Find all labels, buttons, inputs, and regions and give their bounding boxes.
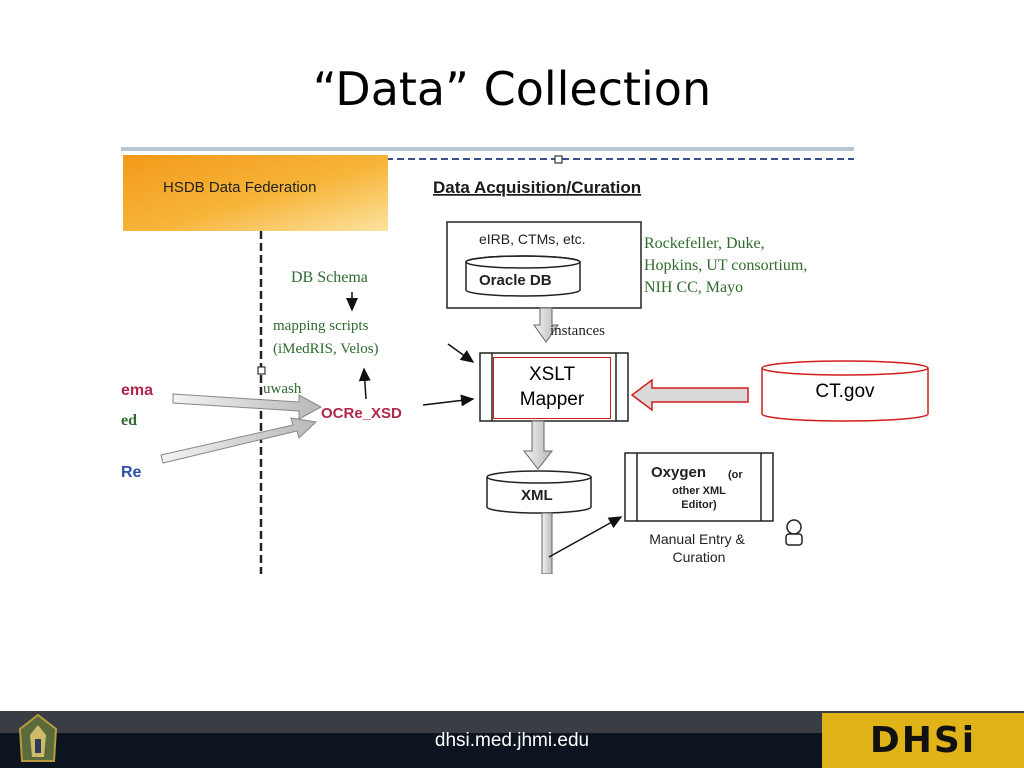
mapping-scripts-line-1: mapping scripts bbox=[273, 318, 369, 334]
oracle-label: Oracle DB bbox=[479, 272, 552, 289]
federation-label: HSDB Data Federation bbox=[163, 179, 316, 196]
footer-url: dhsi.med.jhmi.edu bbox=[434, 730, 590, 751]
dhsi-logo-text: DHSi bbox=[869, 720, 977, 761]
xml-label: XML bbox=[521, 487, 553, 504]
db-schema-label: DB Schema bbox=[291, 269, 368, 286]
cut-label-1: ema bbox=[121, 382, 153, 399]
xslt-line-2: Mapper bbox=[519, 389, 585, 410]
footer-band bbox=[0, 711, 1024, 733]
institutions-line-3: NIH CC, Mayo bbox=[644, 279, 743, 296]
instances-label: instances bbox=[550, 323, 605, 339]
xslt-line-1: XSLT bbox=[528, 364, 576, 386]
mapping-scripts-text: mapping scripts (iMedRIS, Velos) bbox=[273, 318, 379, 357]
dhsi-logo: DHSi bbox=[822, 713, 1024, 768]
ocre-xsd-label: OCRe_XSD bbox=[321, 405, 402, 422]
institutions-text: Rockefeller, Duke, Hopkins, UT consortiu… bbox=[644, 235, 811, 296]
jhu-shield-logo bbox=[18, 713, 58, 762]
oxygen-label: Oxygen bbox=[651, 464, 706, 481]
sources-box: eIRB, CTMs, etc. Oracle DB bbox=[446, 221, 642, 309]
uwash-label: uwash bbox=[263, 381, 302, 397]
cut-label-2: ed bbox=[121, 412, 137, 429]
overlay-whitespace bbox=[640, 335, 760, 420]
manual-entry-line-2: Curation bbox=[673, 549, 726, 565]
oxygen-paren: (or bbox=[728, 469, 743, 481]
xslt-mapper-box: XSLT Mapper bbox=[493, 357, 611, 419]
institutions-line-2: Hopkins, UT consortium, bbox=[644, 257, 807, 274]
slide-title: “Data” Collection bbox=[312, 62, 712, 116]
oxygen-line-2: other XML bbox=[672, 485, 726, 497]
xml-cylinder: XML bbox=[486, 470, 592, 514]
oxygen-line-3: Editor) bbox=[681, 499, 717, 511]
person-icon bbox=[785, 519, 803, 546]
federation-box: HSDB Data Federation bbox=[123, 155, 388, 231]
institutions-line-1: Rockefeller, Duke, bbox=[644, 235, 765, 252]
ctgov-database bbox=[761, 360, 929, 422]
manual-entry-line-1: Manual Entry & bbox=[649, 531, 745, 547]
oxygen-editor-box: Oxygen (or other XML Editor) bbox=[624, 452, 774, 522]
manual-entry-text: Manual Entry & Curation bbox=[649, 531, 749, 565]
ctgov-label: CT.gov bbox=[815, 381, 875, 402]
ctgov-to-mapper-arrow bbox=[630, 378, 749, 412]
sources-label: eIRB, CTMs, etc. bbox=[479, 231, 586, 247]
mapping-scripts-line-2: (iMedRIS, Velos) bbox=[273, 341, 379, 357]
section-title: Data Acquisition/Curation bbox=[433, 178, 641, 197]
cut-label-3: Re bbox=[121, 464, 142, 481]
